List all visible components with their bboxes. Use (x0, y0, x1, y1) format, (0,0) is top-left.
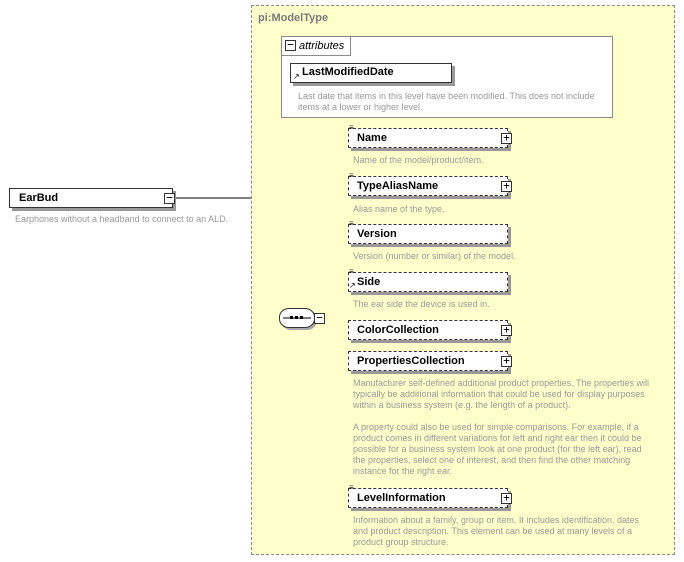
expand-level-information-plus-icon[interactable]: + (501, 492, 512, 504)
expand-properties-collection-plus-icon[interactable]: + (501, 355, 512, 367)
sequence-compositor-icon (283, 316, 311, 319)
element-lines-icon: ≡ (349, 267, 354, 276)
attribute-name: LastModifiedDate (302, 66, 394, 78)
element-version-description: Version (number or similar) of the model… (353, 251, 516, 261)
element-type-alias-name-label: TypeAliasName (357, 180, 439, 192)
element-lines-icon: ≡ (349, 219, 354, 228)
element-side-label: Side (357, 276, 381, 288)
model-type-label: pi:ModelType (258, 12, 329, 24)
element-type-alias-name-description: Alias name of the type. (353, 204, 445, 214)
collapse-sequence-minus-icon[interactable]: − (314, 312, 325, 324)
element-lines-icon: ≡ (349, 483, 354, 492)
collapse-attributes-minus-icon[interactable]: − (285, 39, 296, 51)
collapse-root-minus-icon[interactable]: − (164, 192, 175, 204)
attribute-description: Last date that items in this level have … (298, 91, 595, 112)
root-element-description: Earphones without a headband to connect … (15, 214, 229, 224)
expand-name-plus-icon[interactable]: + (501, 132, 512, 144)
attribute-arrow-icon: ↗ (293, 72, 300, 81)
element-color-collection-label: ColorCollection (357, 324, 439, 336)
element-version-label: Version (357, 228, 397, 240)
attributes-header (281, 36, 351, 56)
element-lines-icon: ≡ (349, 123, 354, 132)
element-version[interactable] (348, 224, 508, 244)
element-name-description: Name of the model/product/item. (353, 155, 484, 165)
attribute-last-modified-date[interactable] (290, 63, 452, 83)
element-level-information-label: LevelInformation (357, 492, 446, 504)
element-name-label: Name (357, 132, 387, 144)
attributes-title: attributes (299, 40, 345, 52)
expand-color-collection-plus-icon[interactable]: + (501, 324, 512, 336)
expand-type-alias-name-plus-icon[interactable]: + (501, 180, 512, 192)
element-lines-icon: ≡ (349, 171, 354, 180)
attribute-arrow-icon: ↗ (349, 281, 356, 290)
element-level-information-description: Information about a family, group or ite… (353, 515, 639, 547)
element-properties-collection-label: PropertiesCollection (357, 355, 465, 367)
root-element-name: EarBud (19, 192, 59, 204)
element-properties-collection-description: Manufacturer self-defined additional pro… (353, 378, 649, 476)
sequence-compositor[interactable] (279, 308, 315, 328)
element-side-description: The ear side the device is used in. (353, 299, 490, 309)
element-side[interactable] (348, 272, 508, 292)
